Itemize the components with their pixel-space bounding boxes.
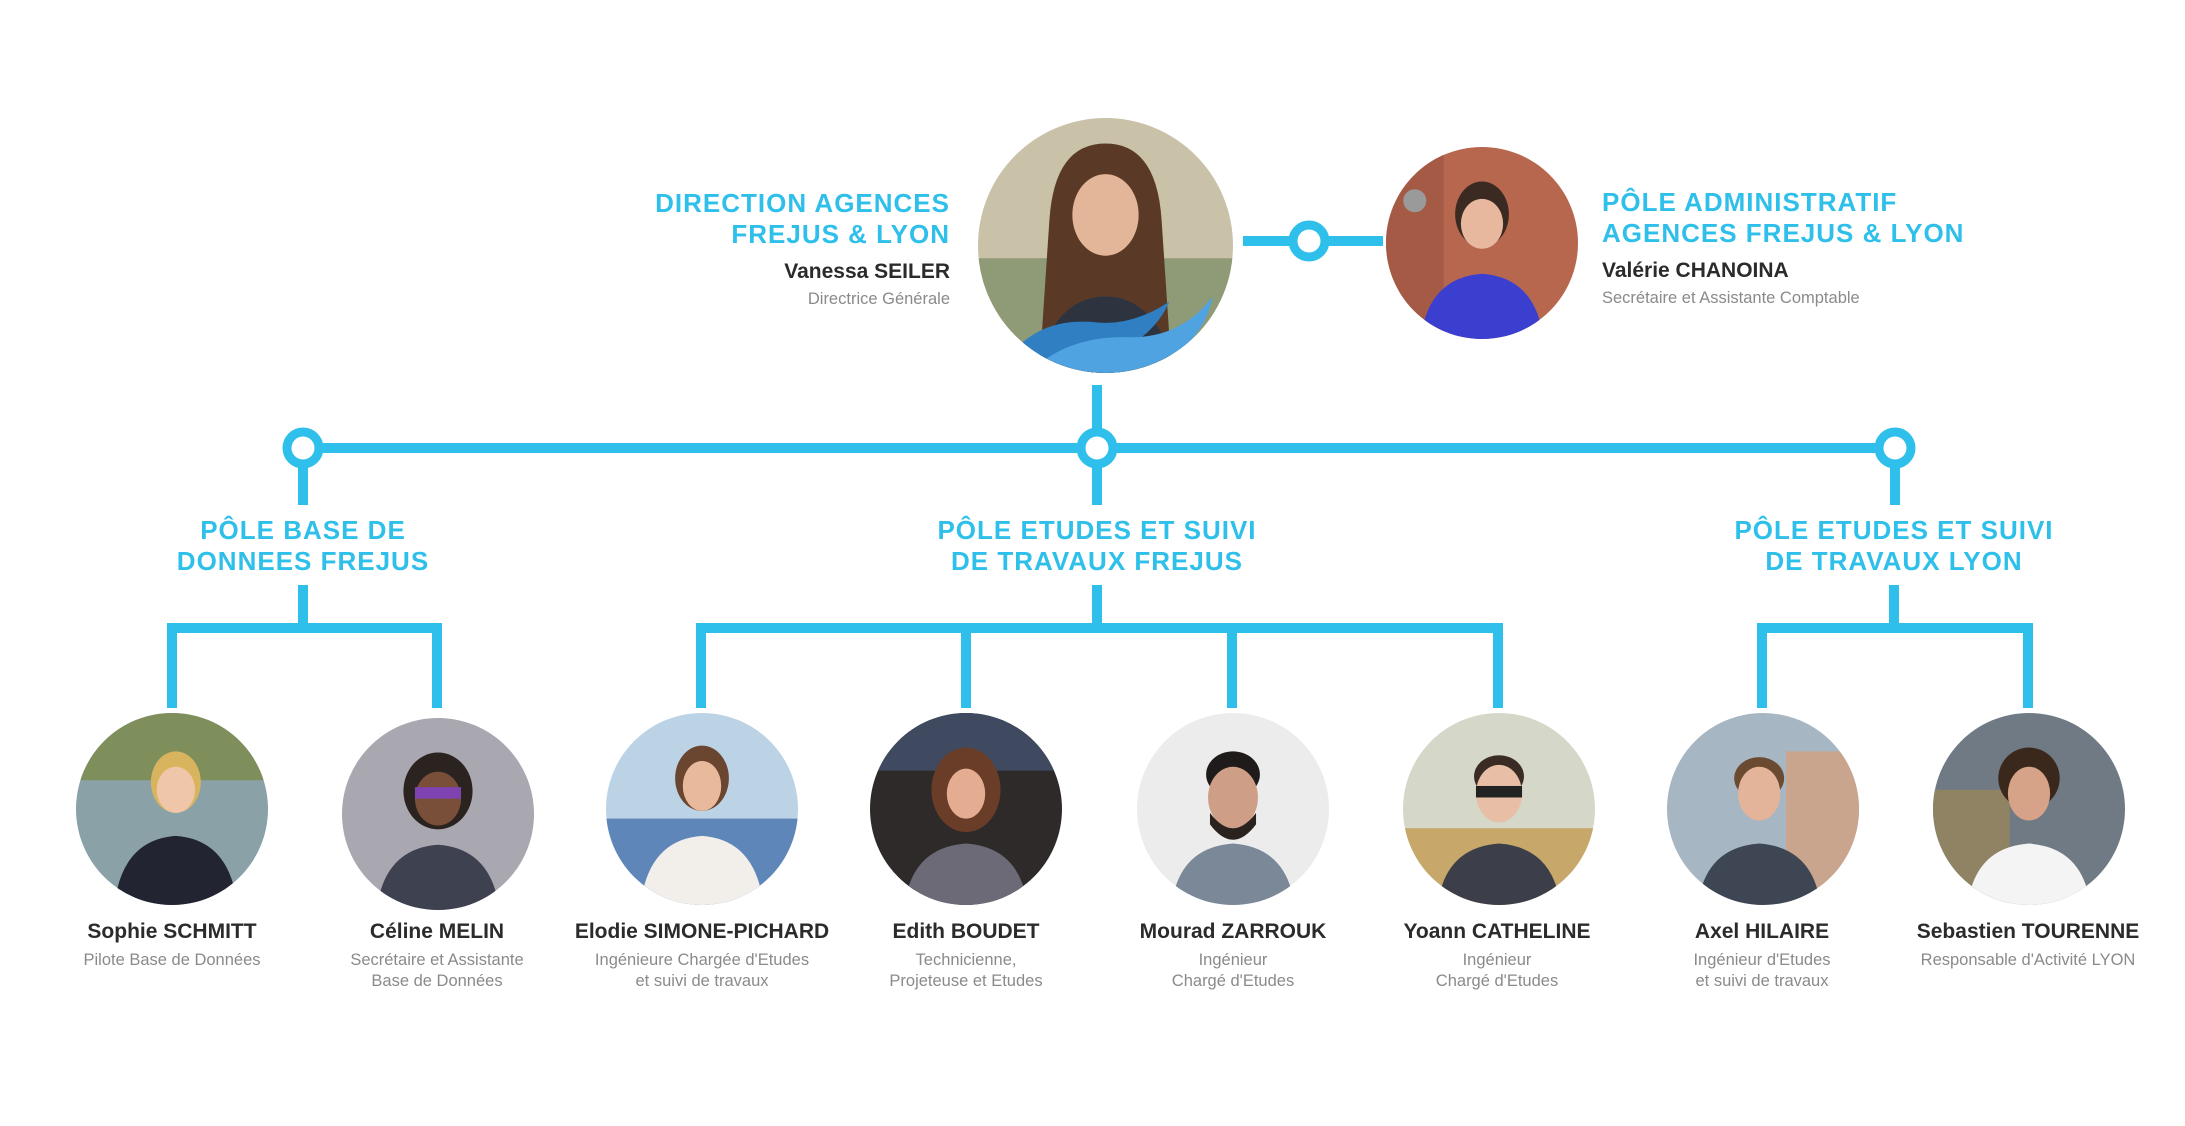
staff-name: Edith BOUDET (892, 920, 1040, 943)
avatar-staff (1137, 713, 1329, 905)
direction-title-line1: DIRECTION AGENCES (655, 188, 950, 218)
staff-role: Responsable d'Activité LYON (1920, 951, 2136, 969)
staff-name: Sophie SCHMITT (87, 920, 257, 943)
dept-line2: DE TRAVAUX FREJUS (951, 546, 1243, 576)
avatar-staff (1403, 713, 1595, 905)
admin-role: Secrétaire et Assistante Comptable (1602, 289, 1860, 307)
avatar-direction (978, 118, 1233, 373)
dept-line1: PÔLE ETUDES ET SUIVI (937, 515, 1257, 545)
admin-title-line2: AGENCES FREJUS & LYON (1602, 218, 1965, 248)
avatar-staff (606, 713, 798, 905)
direction-name: Vanessa SEILER (784, 260, 950, 283)
staff-role: Pilote Base de Données (83, 951, 261, 969)
direction-title-line2: FREJUS & LYON (731, 219, 950, 249)
dept-base-donnees: PÔLE BASE DE DONNEES FREJUS (153, 515, 453, 577)
avatar-staff (1933, 713, 2125, 905)
staff-name: Axel HILAIRE (1694, 920, 1830, 943)
staff-role: Technicienne,Projeteuse et Etudes (889, 951, 1043, 990)
dept-line2: DONNEES FREJUS (176, 546, 430, 576)
dept-etudes-lyon: PÔLE ETUDES ET SUIVI DE TRAVAUX LYON (1714, 515, 2074, 577)
direction-role: Directrice Générale (807, 290, 950, 308)
avatar-staff (1667, 713, 1859, 905)
staff-name: Yoann CATHELINE (1403, 920, 1591, 943)
staff-name: Sebastien TOURENNE (1916, 920, 2140, 943)
dept-line1: PÔLE BASE DE (200, 515, 406, 545)
admin-title-line1: PÔLE ADMINISTRATIF (1602, 187, 1898, 217)
staff-name: Mourad ZARROUK (1139, 920, 1327, 943)
avatar-staff (870, 713, 1062, 905)
staff-name: Céline MELIN (369, 920, 505, 943)
admin-block: PÔLE ADMINISTRATIF AGENCES FREJUS & LYON… (1602, 187, 2002, 308)
dept-line2: DE TRAVAUX LYON (1765, 546, 2023, 576)
connector-node (1076, 427, 1118, 469)
connector-node (1874, 427, 1916, 469)
connector-node (1288, 220, 1330, 262)
avatar-admin (1386, 147, 1578, 339)
admin-name: Valérie CHANOINA (1602, 259, 1789, 282)
dept-bracket (1757, 585, 2033, 708)
dept-line1: PÔLE ETUDES ET SUIVI (1734, 515, 2054, 545)
avatar-staff (342, 718, 534, 910)
direction-block: DIRECTION AGENCES FREJUS & LYON Vanessa … (600, 188, 950, 309)
dept-bracket (696, 585, 1503, 708)
dept-bracket (167, 585, 442, 708)
avatar-staff (76, 713, 268, 905)
connector-node (282, 427, 324, 469)
staff-name: Elodie SIMONE-PICHARD (574, 920, 830, 943)
dept-etudes-frejus: PÔLE ETUDES ET SUIVI DE TRAVAUX FREJUS (917, 515, 1277, 577)
